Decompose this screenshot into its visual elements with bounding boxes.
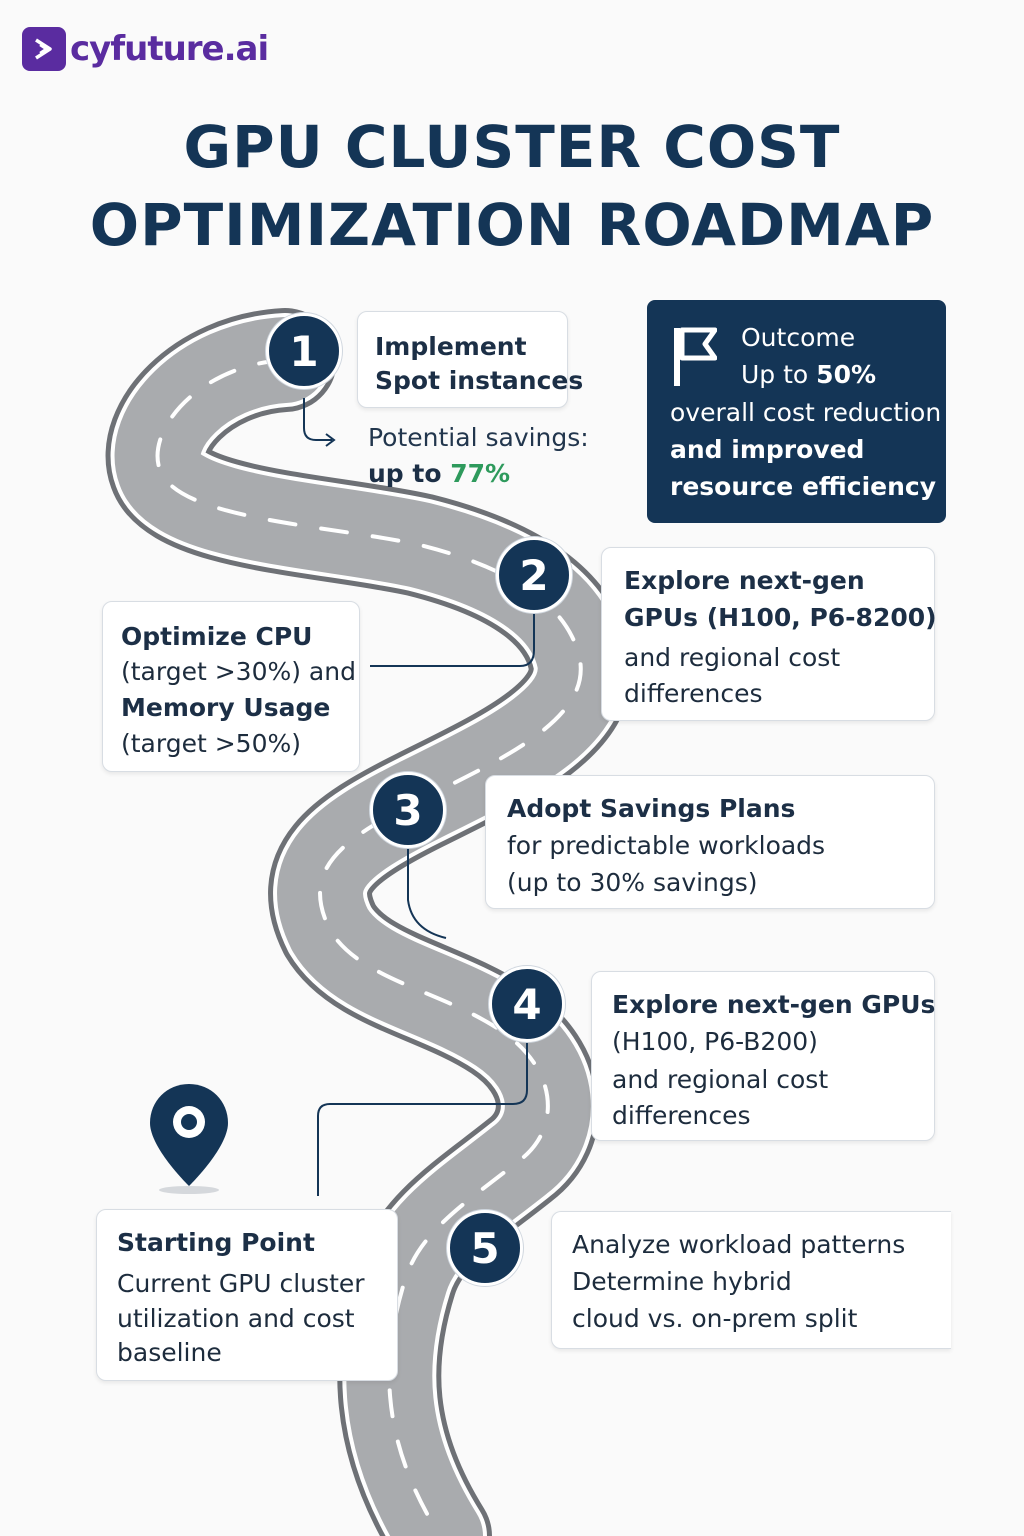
flag-icon [674, 327, 717, 386]
optimize-card: Optimize CPU (target >30%) and Memory Us… [102, 601, 360, 772]
step-1-savings-note: Potential savings: up to 77% [368, 420, 589, 492]
step-5-badge: 5 [447, 1210, 523, 1286]
brand-logo: cyfuture.ai [22, 26, 269, 72]
step-3-line-2: for predictable workloads [507, 831, 826, 860]
step-1-line-2: Spot instances [375, 366, 584, 395]
starting-point-line-2: utilization and cost [117, 1304, 355, 1333]
step-2-badge: 2 [496, 537, 572, 613]
page-title-line2: OPTIMIZATION ROADMAP [89, 191, 935, 259]
step-2-line-4: differences [624, 679, 763, 708]
step-2-line-1: Explore next-gen [624, 566, 865, 595]
step-5-card: Analyze workload patterns Determine hybr… [551, 1211, 951, 1349]
step-1-badge: 1 [266, 313, 342, 389]
optimize-line-2: (target >30%) and [121, 657, 356, 686]
outcome-line-5: resource efficiency [670, 472, 937, 501]
optimize-line-1: Optimize CPU [121, 622, 313, 651]
savings-label: Potential savings: [368, 423, 589, 452]
step-4-line-1: Explore next-gen GPUs [612, 990, 936, 1019]
starting-point-heading: Starting Point [117, 1228, 315, 1257]
outcome-line-2: Up to 50% [741, 360, 877, 389]
outcome-heading: Outcome [741, 323, 856, 352]
step-3-line-3: (up to 30% savings) [507, 868, 758, 897]
step-5-line-2: Determine hybrid [572, 1267, 792, 1296]
outcome-box: Outcome Up to 50% overall cost reduction… [647, 300, 946, 523]
step-4-line-3: and regional cost [612, 1065, 829, 1094]
step-3-card: Adopt Savings Plans for predictable work… [485, 775, 935, 909]
starting-point-line-3: baseline [117, 1338, 222, 1367]
step-5-line-3: cloud vs. on-prem split [572, 1304, 858, 1333]
step-5-line-1: Analyze workload patterns [572, 1230, 906, 1259]
step-1-card: Implement Spot instances [357, 311, 583, 408]
step-2-card: Explore next-gen GPUs (H100, P6-8200) an… [601, 547, 937, 721]
page-title-line1: GPU CLUSTER COST [183, 113, 841, 181]
outcome-line-3: overall cost reduction [670, 398, 942, 427]
step-2-line-2: GPUs (H100, P6-8200) [624, 603, 937, 632]
optimize-line-4: (target >50%) [121, 729, 301, 758]
brand-mark-icon [22, 27, 66, 71]
step-4-line-4: differences [612, 1101, 751, 1130]
starting-point-line-1: Current GPU cluster [117, 1269, 365, 1298]
step-2-line-3: and regional cost [624, 643, 841, 672]
step-3-line-1: Adopt Savings Plans [507, 794, 796, 823]
step-1-line-1: Implement [375, 332, 527, 361]
savings-value-line: up to 77% [368, 459, 511, 488]
starting-point-card: Starting Point Current GPU cluster utili… [96, 1209, 398, 1381]
step-3-badge: 3 [370, 772, 446, 848]
outcome-line-4: and improved [670, 435, 865, 464]
location-pin-icon [150, 1084, 228, 1194]
optimize-line-3: Memory Usage [121, 693, 331, 722]
step-4-card: Explore next-gen GPUs (H100, P6-B200) an… [591, 971, 935, 1141]
step-4-badge: 4 [489, 966, 565, 1042]
step-4-line-2: (H100, P6-B200) [612, 1027, 818, 1056]
brand-name: cyfuture.ai [70, 29, 269, 69]
